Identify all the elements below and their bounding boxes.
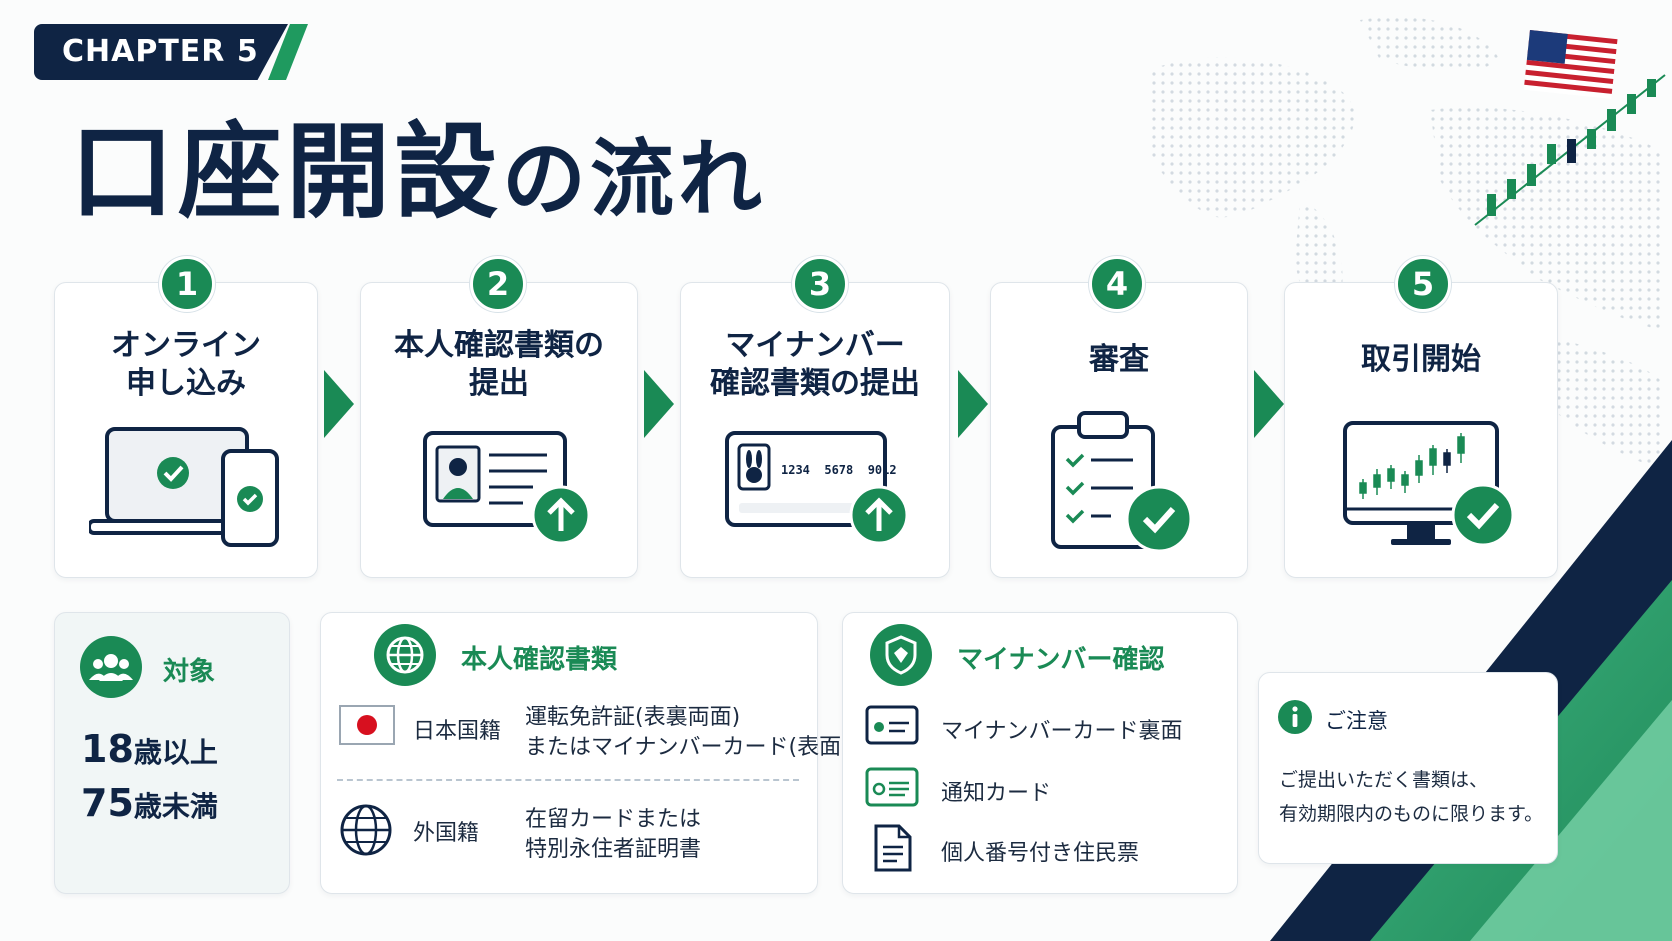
mynumber-item-3: 個人番号付き住民票: [941, 841, 1140, 866]
step-arrow-3: [958, 370, 988, 438]
step-card-2: 本人確認書類の 提出: [360, 282, 638, 578]
japan-flag-icon: [339, 705, 395, 745]
us-flag-icon: [1523, 30, 1618, 99]
step-number-5: 5: [1395, 256, 1451, 312]
step-label-4: 審査: [1089, 342, 1149, 377]
step-card-3: マイナンバー 確認書類の提出 1234 5678 9012: [680, 282, 950, 578]
step-arrow-4: [1254, 370, 1284, 438]
laptop-phone-check-icon: [89, 427, 279, 547]
id-documents-heading: 本人確認書類: [461, 645, 618, 675]
monitor-chart-check-icon: [1343, 421, 1515, 547]
candlestick-trend: [1474, 74, 1666, 226]
target-age-max-number: 75: [81, 781, 134, 825]
step-card-5: 取引開始: [1284, 282, 1558, 578]
step-label-3: マイナンバー 確認書類の提出: [710, 328, 920, 401]
page-title-sub: の流れ: [502, 130, 767, 228]
target-age-min: 18歳以上: [81, 727, 218, 771]
step-number-4: 4: [1089, 256, 1145, 312]
notification-card-icon: [865, 767, 919, 807]
step-number-1: 1: [159, 256, 215, 312]
id-row-foreign-line2: 特別永住者証明書: [525, 837, 702, 862]
target-age-max: 75歳未満: [81, 781, 218, 825]
page-title-main: 口座開設: [70, 111, 503, 233]
target-age-max-unit: 歳未満: [133, 790, 218, 823]
step-label-1: オンライン 申し込み: [111, 328, 261, 401]
id-row-japanese-label: 日本国籍: [413, 719, 502, 744]
id-rows-divider: [337, 779, 799, 781]
chapter-badge: CHAPTER 5: [34, 24, 288, 80]
notice-line-2: 有効期限内のものに限ります。: [1279, 803, 1544, 825]
id-card-upload-icon: [423, 431, 591, 545]
step-label-2: 本人確認書類の 提出: [394, 328, 604, 401]
step-card-1: オンライン 申し込み: [54, 282, 318, 578]
step-arrow-1: [324, 370, 354, 438]
target-card: 対象 18歳以上 75歳未満: [54, 612, 290, 894]
mynumber-heading: マイナンバー確認: [957, 645, 1165, 675]
mynumber-item-2: 通知カード: [941, 781, 1052, 806]
users-group-icon: [80, 636, 142, 698]
globe-icon: [340, 804, 392, 856]
step-label-5: 取引開始: [1361, 342, 1481, 377]
step-card-4: 審査: [990, 282, 1248, 578]
mynumber-card-upload-icon: 1234 5678 9012: [725, 429, 915, 547]
page-title: 口座開設の流れ: [70, 112, 766, 239]
target-age-min-unit: 歳以上: [133, 736, 218, 769]
notice-heading: ご注意: [1325, 709, 1388, 733]
notice-line-1: ご提出いただく書類は、: [1279, 769, 1489, 791]
id-row-foreign-label: 外国籍: [413, 821, 480, 846]
mynumber-card: マイナンバー確認 マイナンバーカード裏面 通知カード 個人番号付き住民票: [842, 612, 1238, 894]
step-number-2: 2: [470, 256, 526, 312]
notice-card: ご注意 ご提出いただく書類は、 有効期限内のものに限ります。: [1258, 672, 1558, 864]
step-number-3: 3: [792, 256, 848, 312]
id-documents-card: 本人確認書類 日本国籍 運転免許証(表裏両面) またはマイナンバーカード(表面)…: [320, 612, 850, 894]
globe-badge-icon: [374, 624, 436, 686]
mynumber-item-1: マイナンバーカード裏面: [941, 719, 1183, 744]
target-heading: 対象: [163, 657, 216, 687]
clipboard-check-icon: [1051, 411, 1193, 553]
id-row-japanese-line2: またはマイナンバーカード(表面): [525, 735, 850, 760]
id-row-japanese-line1: 運転免許証(表裏両面): [525, 705, 741, 730]
mynumber-back-card-icon: [865, 705, 919, 745]
mynumber-card-sample-number: 1234 5678 9012: [781, 463, 897, 477]
target-age-min-number: 18: [81, 727, 134, 771]
document-icon: [874, 824, 912, 872]
step-arrow-2: [644, 370, 674, 438]
shield-badge-icon: [870, 624, 932, 686]
id-row-foreign-line1: 在留カードまたは: [525, 807, 702, 832]
info-icon: [1278, 700, 1312, 734]
